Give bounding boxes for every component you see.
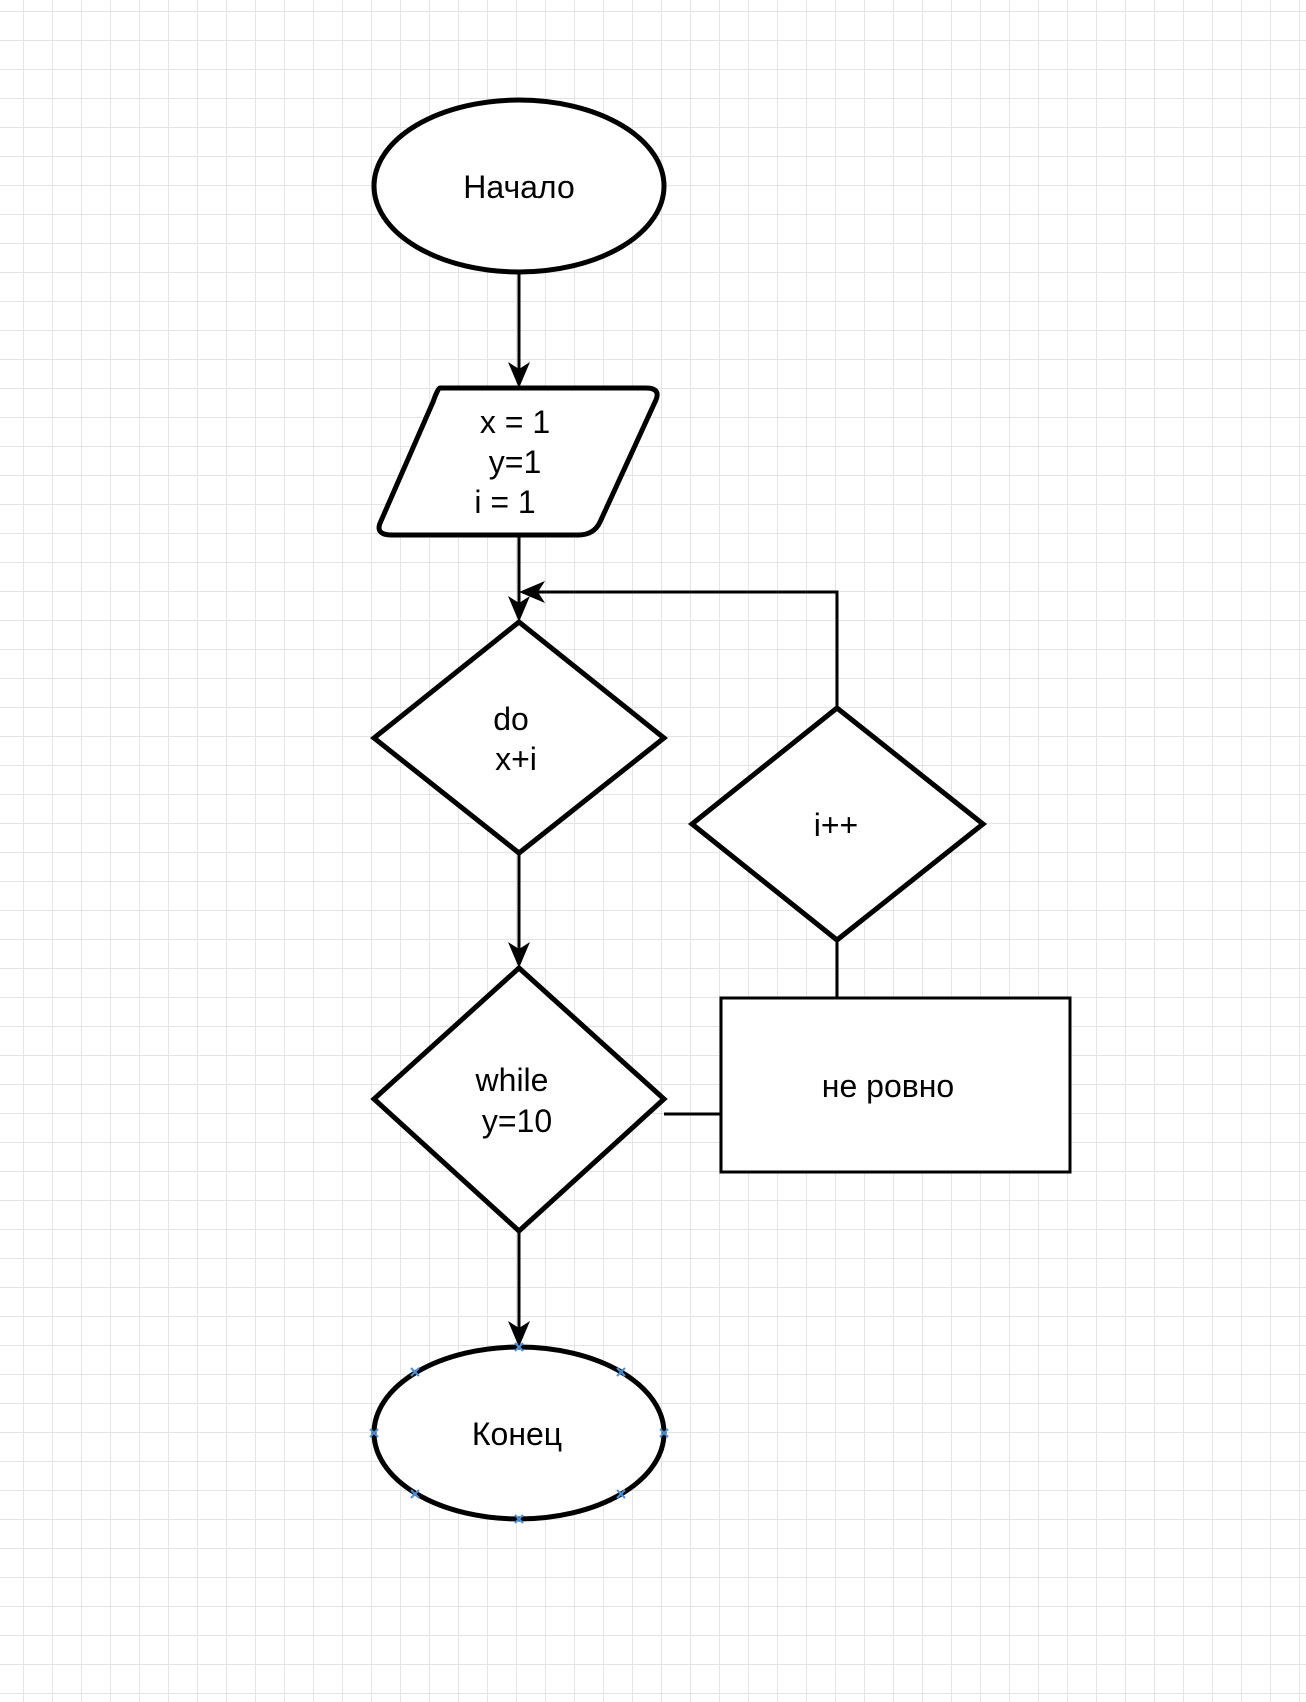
handle-bottom[interactable] [514, 1514, 524, 1524]
edge-increment-to-do-arrowhead [519, 581, 545, 603]
edge-while-to-end-arrowhead [508, 1321, 530, 1347]
end-label: Конец [472, 1416, 562, 1452]
increment-decision[interactable] [687, 704, 988, 944]
node-do[interactable]: do x+i [369, 618, 669, 857]
while-line-cond: y=10 [482, 1103, 552, 1139]
node-not-equal[interactable]: не ровно [719, 996, 1072, 1174]
input-line-y: y=1 [489, 444, 541, 480]
increment-label: i++ [814, 807, 858, 843]
node-while[interactable]: while y=10 [370, 964, 668, 1235]
input-parallelogram[interactable] [376, 385, 660, 538]
selection-handles[interactable] [369, 1342, 669, 1524]
handle-bottom-right[interactable] [616, 1489, 626, 1499]
node-increment[interactable]: i++ [687, 704, 988, 944]
node-input[interactable]: x = 1 y=1 i = 1 [376, 385, 660, 538]
while-decision[interactable] [370, 964, 668, 1235]
start-terminator[interactable] [371, 97, 667, 275]
handle-top-left[interactable] [410, 1367, 420, 1377]
while-line-while: while [475, 1062, 549, 1098]
edge-input-to-do-arrowhead [508, 596, 530, 622]
start-label: Начало [463, 169, 575, 205]
input-line-x: x = 1 [480, 404, 550, 440]
do-line-do: do [493, 701, 529, 737]
handle-top-right[interactable] [616, 1367, 626, 1377]
input-line-i: i = 1 [474, 484, 535, 520]
not-equal-label: не ровно [822, 1068, 954, 1104]
handle-right[interactable] [659, 1428, 669, 1438]
node-end[interactable]: Конец [369, 1342, 669, 1524]
handle-top[interactable] [514, 1342, 524, 1352]
edges [508, 272, 839, 1347]
handle-bottom-left[interactable] [410, 1489, 420, 1499]
node-start[interactable]: Начало [371, 97, 667, 275]
edge-do-to-while-arrowhead [508, 942, 530, 968]
edge-start-to-input-arrowhead [508, 362, 530, 388]
edge-increment-to-do [534, 590, 839, 708]
do-decision[interactable] [369, 618, 669, 857]
do-line-expr: x+i [495, 741, 537, 777]
not-equal-process[interactable] [719, 996, 1072, 1174]
handle-left[interactable] [369, 1428, 379, 1438]
